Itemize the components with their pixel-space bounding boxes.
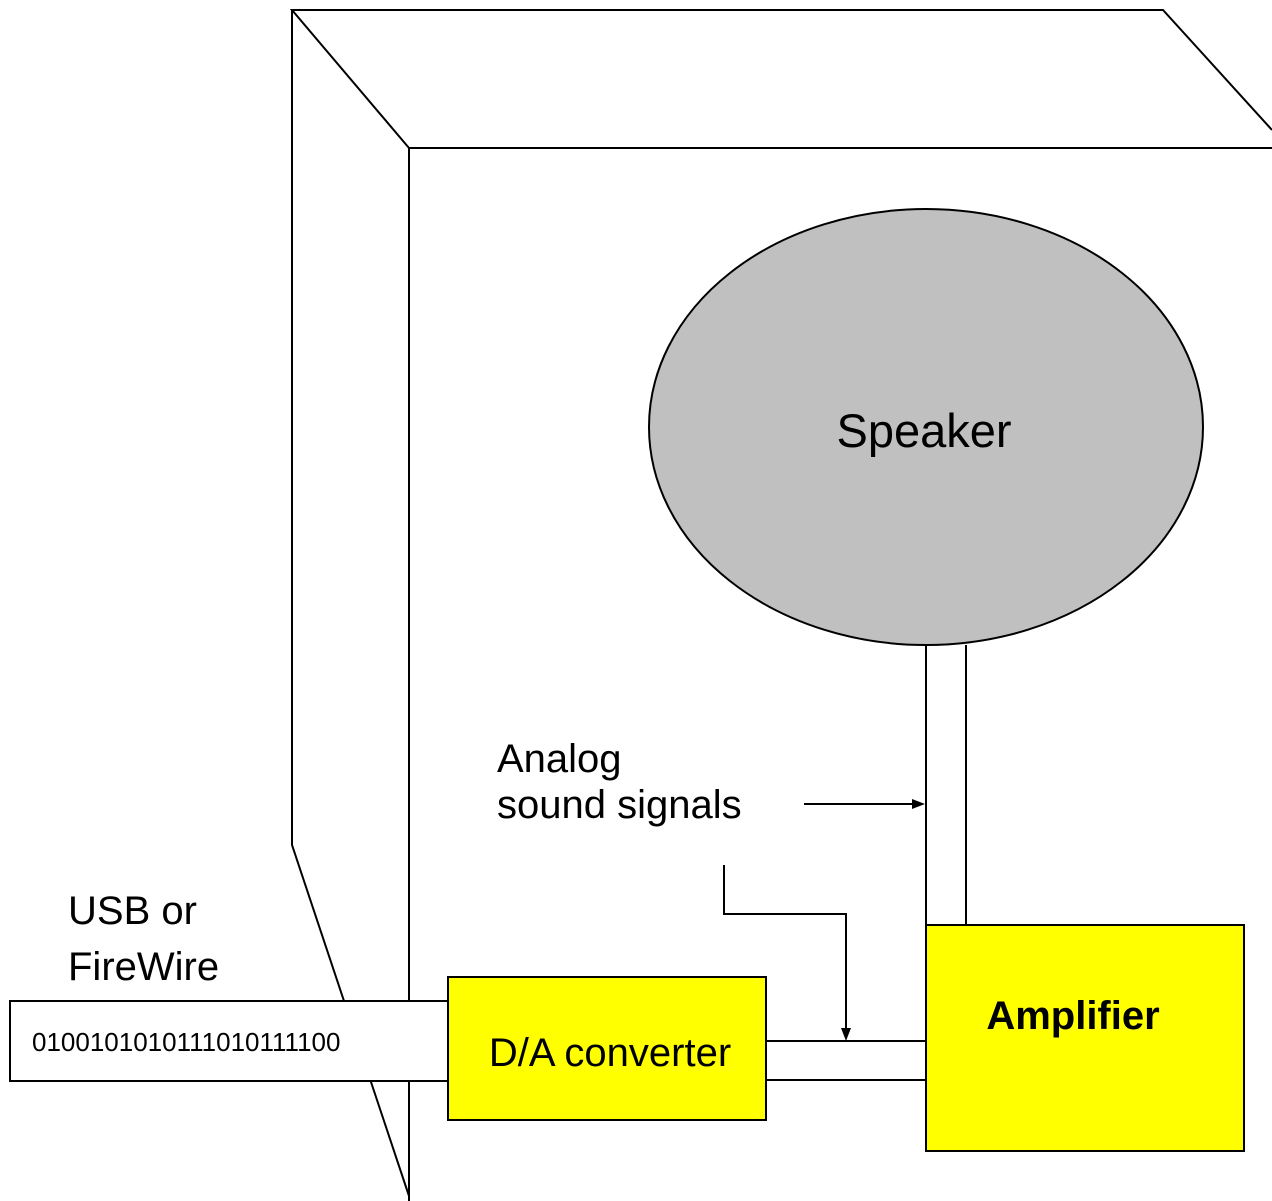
amplifier-label: Amplifier xyxy=(986,994,1159,1038)
speaker-label: Speaker xyxy=(836,404,1011,457)
bitstream-text: 0100101010111010111100 xyxy=(32,1027,340,1057)
usb-label-line2: FireWire xyxy=(68,945,219,989)
pointer-to-analog-cable xyxy=(723,865,847,1030)
dac-label: D/A converter xyxy=(489,1031,731,1075)
dac-box xyxy=(447,976,767,1121)
analog-label-line1: Analog xyxy=(497,737,622,781)
arrowhead-down-icon xyxy=(841,1028,851,1041)
cabinet-top-edge xyxy=(289,9,1272,149)
analog-cable xyxy=(766,1040,926,1081)
arrowhead-right-icon xyxy=(912,799,925,809)
analog-label-line2: sound signals xyxy=(497,783,742,827)
usb-label-line1: USB or xyxy=(68,889,197,933)
analog-pointer-arrows xyxy=(723,799,925,1041)
amplifier-box xyxy=(925,924,1245,1152)
speaker-cable xyxy=(925,645,967,925)
